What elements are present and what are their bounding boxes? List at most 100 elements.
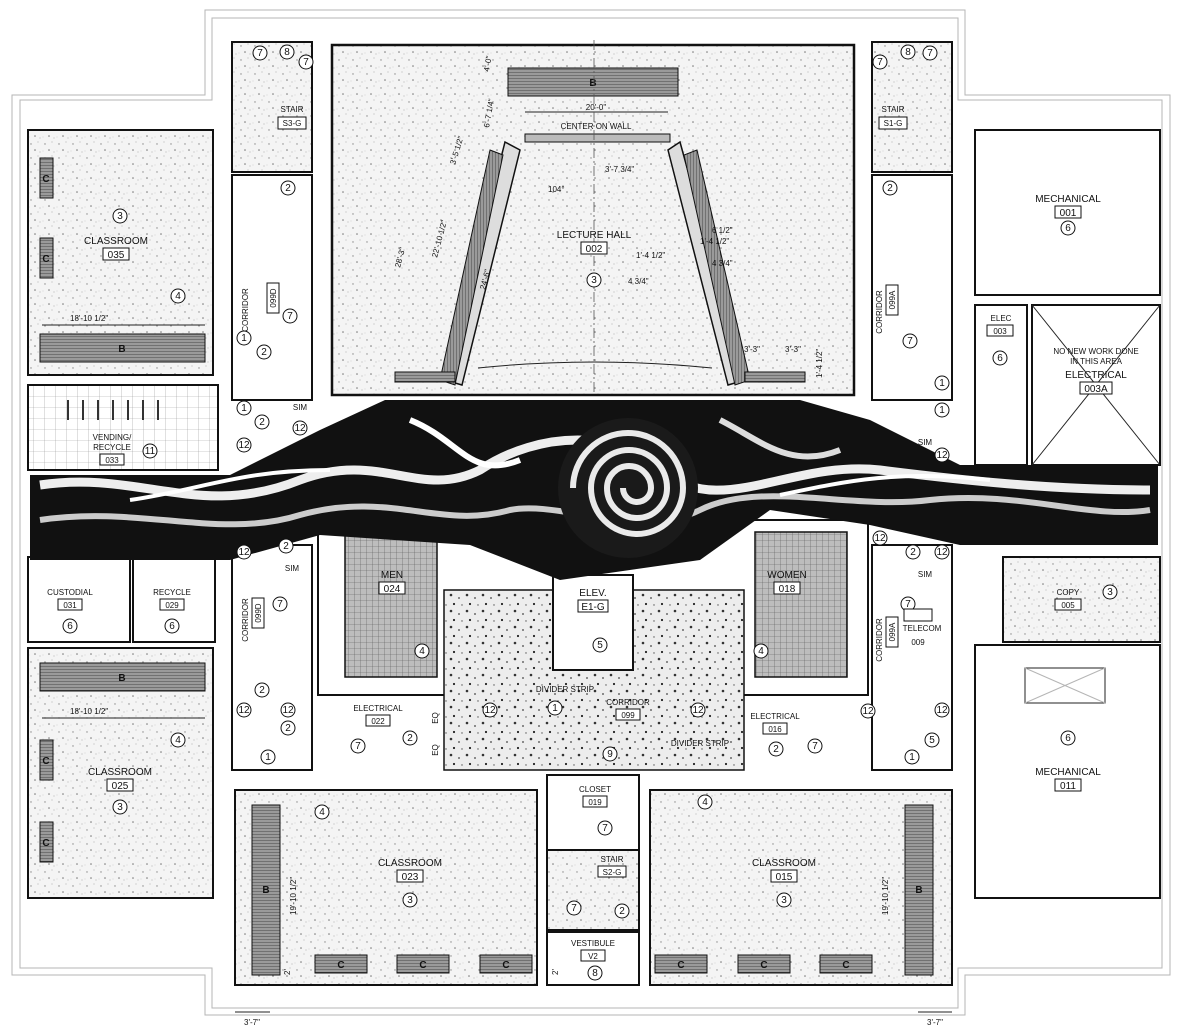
finish-tag: 1 [909,752,915,763]
finish-tag: 2 [259,685,265,696]
finish-tag: 3 [781,895,787,906]
men-024: MEN 024 4 [378,570,430,659]
whiteboard-c [39,821,54,863]
room-name: VENDING/ [93,433,132,442]
closet-019: CLOSET 019 7 [546,774,640,851]
board-label: C [42,174,49,185]
corridor-099d-top: STAIR S3-G CORRIDOR 099D 7 [231,41,313,401]
room-name: COPY [1057,588,1080,597]
room-name: CORRIDOR [606,698,650,707]
finish-tag: 2 [910,547,916,558]
note: EQ [431,712,440,724]
room-number: 031 [63,601,77,610]
finish-tag: 4 [419,646,425,657]
finish-tag: 4 [702,797,708,808]
corridor-099a-top: CORRIDOR 099A 7 [871,174,953,401]
electrical-022: ELECTRICAL 022 7 [350,704,403,754]
dimension: 18'-10 1/2" [70,707,108,716]
finish-tag: 12 [936,450,948,461]
room-name: MECHANICAL [1035,767,1101,778]
room-name: CLOSET [579,785,611,794]
stair-label: STAIR [882,105,905,114]
finish-tag: 12 [874,533,886,544]
elevator-e1g: ELEV. E1-G 5 [577,588,609,653]
finish-tag: 6 [997,353,1003,364]
dimension: 4 3/4" [712,259,733,268]
tag-bubbles: 1 1 12 12 12 12 1 12 1 1 12 12 12 12 12 … [170,44,950,916]
room-name: CLASSROOM [378,858,442,869]
finish-tag: 1 [241,403,247,414]
room-number: 003A [1084,384,1108,395]
board-label: C [42,756,49,767]
electrical-003a: NO NEW WORK DONE IN THIS AREA ELECTRICAL… [1031,304,1161,466]
custodial-031: CUSTODIAL 031 6 [27,556,131,643]
classroom-035: C C B 3 CLASSROOM 035 18'-10 1/2" [27,129,214,376]
electrical-016: ELECTRICAL 016 7 [750,712,823,754]
dimension: 19'-10 1/2" [289,877,298,915]
finish-tag: 8 [284,47,290,58]
site-outline [11,9,1171,1016]
room-number: 025 [112,781,129,792]
whiteboard-c [39,157,54,199]
dimension: 3'-7" [927,1018,943,1027]
finish-tag: 6 [169,621,175,632]
finish-tag: 12 [692,705,704,716]
finish-tag: 6 [1065,223,1071,234]
swirl-art-corridor [30,400,1158,580]
room-name: ELEC [991,314,1012,323]
room-number: 016 [768,725,782,734]
note: DIVIDER STRIP [671,739,729,748]
dimension: 3'-3" [744,345,760,354]
dimension: 18'-10 1/2" [70,314,108,323]
finish-tag: 2 [887,183,893,194]
room-number: V2 [588,952,598,961]
note: DIVIDER STRIP [536,685,594,694]
note: SIM [918,438,933,447]
board-label: C [419,960,426,971]
board-label: C [842,960,849,971]
women-018: WOMEN 018 4 [753,570,807,659]
note: EQ [431,744,440,756]
recycle-029: RECYCLE 029 6 [132,556,216,643]
dimension: 3'-3" [785,345,801,354]
finish-tag: 12 [484,705,496,716]
finish-tag: 7 [277,599,283,610]
whiteboard-b [904,804,934,976]
mechanical-001: MECHANICAL 001 6 [974,129,1161,296]
room-number: 015 [776,872,793,883]
finish-tag: 12 [294,423,306,434]
room-name: ELECTRICAL [1065,370,1127,381]
finish-tag: 5 [929,735,935,746]
whiteboard-b [251,804,281,976]
board-label: C [502,960,509,971]
room-number: 029 [165,601,179,610]
room-number: E1-G [581,602,605,613]
finish-tag: 2 [285,183,291,194]
board-label: C [760,960,767,971]
dimension: 19'-10 1/2" [881,877,890,915]
vestibule-v2: VESTIBULE V2 8 [546,931,640,986]
room-name: CLASSROOM [84,236,148,247]
room-name: CUSTODIAL [47,588,93,597]
room-number: 022 [371,717,385,726]
whiteboard-b [39,333,206,363]
room-name: CLASSROOM [88,767,152,778]
finish-tag: 7 [355,741,361,752]
room-name: MEN [381,570,403,581]
finish-tag: 2 [261,347,267,358]
finish-tag: 2 [259,417,265,428]
room-number: 099 [621,711,635,720]
finish-tag: 7 [907,336,913,347]
dimension: 1'-4 1/2" [636,251,665,260]
finish-tag: 6 [67,621,73,632]
room-number: 001 [1060,208,1077,219]
room-number: 023 [402,872,419,883]
finish-tag: 1 [241,333,247,344]
room-number: 035 [108,250,125,261]
finish-tag: 7 [905,599,911,610]
board-label: C [42,254,49,265]
finish-tag: 12 [862,706,874,717]
finish-tag: 7 [602,823,608,834]
board-label: B [118,344,125,355]
room-name: CORRIDOR [875,618,884,662]
